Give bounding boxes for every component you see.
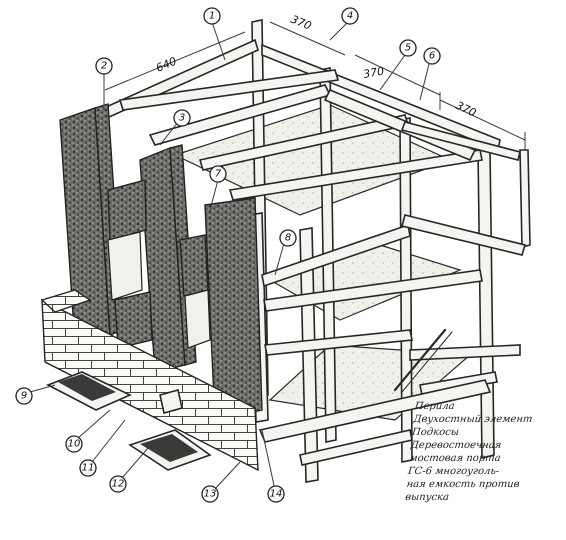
legend-line: мостовая порта xyxy=(408,453,502,464)
callout-14: 14 xyxy=(267,485,285,503)
callout-label: 2 xyxy=(101,61,107,72)
legend-line: ГС-6 многоуголь- xyxy=(407,466,500,477)
callout-2: 2 xyxy=(95,57,113,75)
callout-label: 9 xyxy=(21,391,27,402)
callout-label: 14 xyxy=(270,489,283,500)
brick-wall xyxy=(59,103,263,421)
diagonal-brace xyxy=(393,328,453,393)
callout-label: 3 xyxy=(179,113,185,124)
callout-label: 11 xyxy=(82,463,95,474)
callout-3: 3 xyxy=(173,109,191,127)
callout-label: 10 xyxy=(68,439,81,450)
dimension-370-middle: 370 xyxy=(362,65,385,81)
callout-leaders xyxy=(29,21,431,491)
callout-10: 10 xyxy=(65,435,83,453)
callout-label: 8 xyxy=(285,233,291,244)
legend-line: Перила xyxy=(414,401,456,412)
callout-9: 9 xyxy=(15,387,33,405)
callout-label: 6 xyxy=(429,51,435,62)
callout-label: 13 xyxy=(204,489,217,500)
block-foundation xyxy=(40,289,259,472)
dimension-lines xyxy=(104,21,526,150)
callout-4: 4 xyxy=(341,7,359,25)
legend-line: Подкосы xyxy=(411,427,460,438)
legend-line: ная емкость против xyxy=(406,479,521,490)
callout-label: 1 xyxy=(209,11,215,22)
mortar-trays xyxy=(46,371,212,471)
callout-label: 12 xyxy=(112,479,125,490)
scaffold-ledgers xyxy=(94,38,527,466)
callout-8: 8 xyxy=(279,229,297,247)
legend-line: выпуска xyxy=(404,492,450,503)
dimension-640: 640 xyxy=(154,55,178,75)
callout-12: 12 xyxy=(109,475,127,493)
callout-1: 1 xyxy=(203,7,221,25)
callout-label: 4 xyxy=(347,11,353,22)
dimension-370-top: 370 xyxy=(289,13,313,33)
callout-13: 13 xyxy=(201,485,219,503)
callout-label: 7 xyxy=(215,169,222,180)
callout-7: 7 xyxy=(209,165,227,183)
legend-line: Деревостоечная xyxy=(410,440,502,451)
callout-5: 5 xyxy=(399,39,417,57)
callout-11: 11 xyxy=(79,459,97,477)
callout-6: 6 xyxy=(423,47,441,65)
legend-notes: Перила Двухостный элемент Подкосы Дерево… xyxy=(405,400,566,504)
callout-label: 5 xyxy=(405,43,411,54)
legend-line: Двухостный элемент xyxy=(412,414,534,425)
